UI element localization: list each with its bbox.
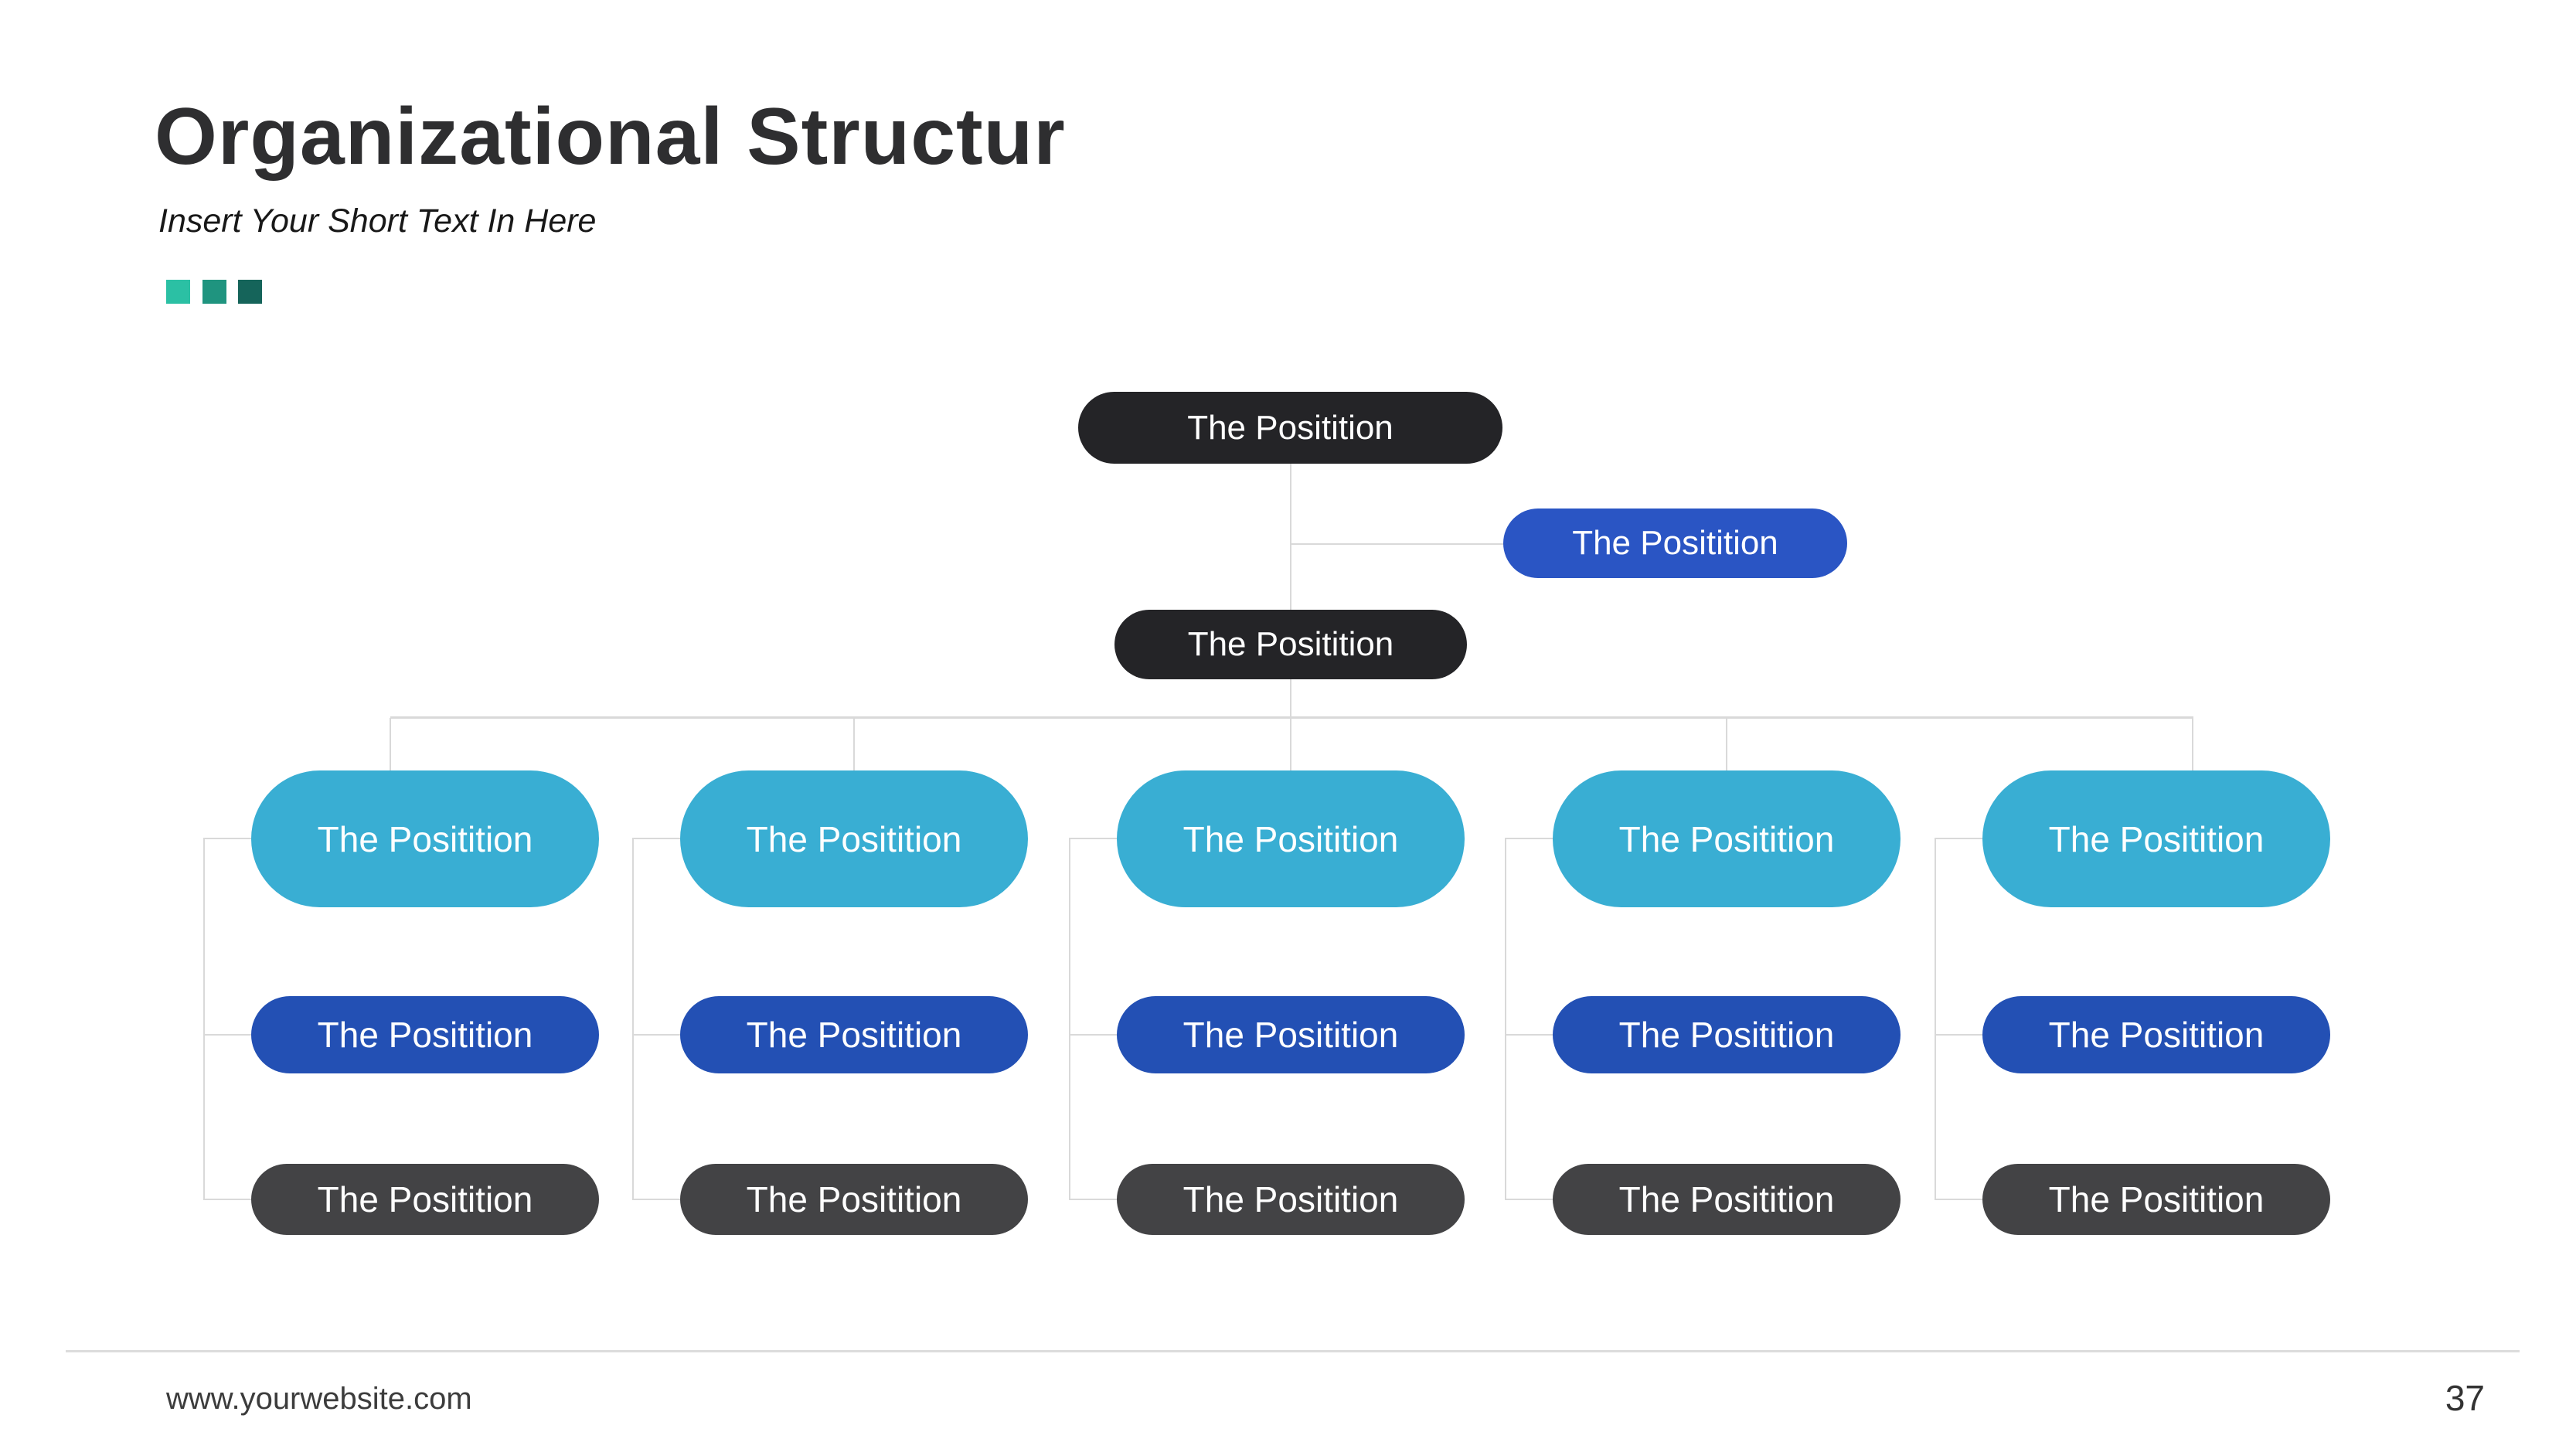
connector-line <box>853 718 855 771</box>
connector-line <box>1505 1199 1553 1200</box>
page-subtitle: Insert Your Short Text In Here <box>158 202 597 240</box>
connector-line <box>1935 1199 1982 1200</box>
accent-square-icon <box>202 280 226 304</box>
org-node-col1-teal: The Positition <box>251 770 599 907</box>
accent-square-icon <box>166 280 190 304</box>
org-node-manager: The Positition <box>1114 610 1467 679</box>
org-node-assistant: The Positition <box>1503 509 1847 578</box>
connector-line <box>1505 838 1506 1199</box>
connector-line <box>1290 718 1291 771</box>
org-node-col5-teal: The Positition <box>1982 770 2330 907</box>
connector-line <box>2192 718 2193 771</box>
org-node-col4-teal: The Positition <box>1553 770 1901 907</box>
accent-square-icon <box>238 280 262 304</box>
footer-website: www.yourwebsite.com <box>166 1382 472 1416</box>
connector-line <box>203 1034 251 1036</box>
connector-line <box>203 1199 251 1200</box>
org-node-col3-blue: The Positition <box>1117 996 1465 1073</box>
connector-line <box>1069 1034 1117 1036</box>
connector-line <box>203 838 251 839</box>
connector-line <box>390 716 2193 719</box>
org-node-root: The Positition <box>1078 392 1502 464</box>
connector-line <box>632 838 680 839</box>
org-node-col4-blue: The Positition <box>1553 996 1901 1073</box>
org-node-col3-dark: The Positition <box>1117 1164 1465 1235</box>
connector-line <box>1069 1199 1117 1200</box>
footer-divider <box>66 1350 2520 1352</box>
org-node-col4-dark: The Positition <box>1553 1164 1901 1235</box>
org-node-col1-blue: The Positition <box>251 996 599 1073</box>
connector-line <box>1726 718 1727 771</box>
connector-line <box>1935 838 1936 1199</box>
connector-line <box>1069 838 1070 1199</box>
org-node-col5-dark: The Positition <box>1982 1164 2330 1235</box>
connector-line <box>1505 838 1553 839</box>
connector-line <box>1069 838 1117 839</box>
org-node-col2-teal: The Positition <box>680 770 1028 907</box>
org-node-col3-teal: The Positition <box>1117 770 1465 907</box>
connector-line <box>1935 1034 1982 1036</box>
connector-line <box>203 838 205 1199</box>
connector-line <box>1505 1034 1553 1036</box>
connector-line <box>1935 838 1982 839</box>
footer-page-number: 37 <box>2445 1378 2485 1418</box>
org-node-col2-dark: The Positition <box>680 1164 1028 1235</box>
page-title: Organizational Structur <box>155 92 1066 182</box>
connector-line <box>632 1199 680 1200</box>
org-node-col1-dark: The Positition <box>251 1164 599 1235</box>
org-node-col2-blue: The Positition <box>680 996 1028 1073</box>
org-node-col5-blue: The Positition <box>1982 996 2330 1073</box>
connector-line <box>1290 679 1291 718</box>
connector-line <box>632 838 634 1199</box>
connector-line <box>390 718 391 771</box>
connector-line <box>632 1034 680 1036</box>
connector-line <box>1290 543 1505 545</box>
connector-line <box>1290 464 1291 610</box>
